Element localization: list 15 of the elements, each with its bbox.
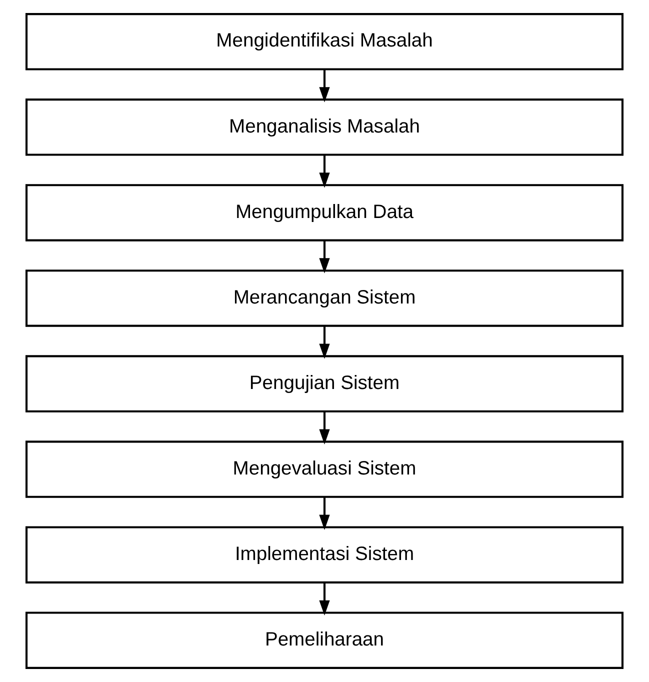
node-box: Mengumpulkan Data: [25, 184, 624, 242]
node-box: Mengidentifikasi Masalah: [25, 13, 624, 70]
arrow: [319, 70, 330, 102]
arrow: [319, 155, 330, 188]
node-box: Pemeliharaan: [25, 612, 624, 669]
node-box: Pengujian Sistem: [25, 355, 624, 412]
node-box: Mengevaluasi Sistem: [25, 440, 624, 498]
arrow: [319, 412, 330, 444]
arrow: [319, 497, 330, 530]
arrow: [319, 326, 330, 359]
node-box: Menganalisis Masalah: [25, 98, 624, 156]
arrow: [319, 582, 330, 616]
node-box: Implementasi Sistem: [25, 526, 624, 584]
arrow: [319, 240, 330, 274]
node-box: Merancangan Sistem: [25, 270, 624, 327]
